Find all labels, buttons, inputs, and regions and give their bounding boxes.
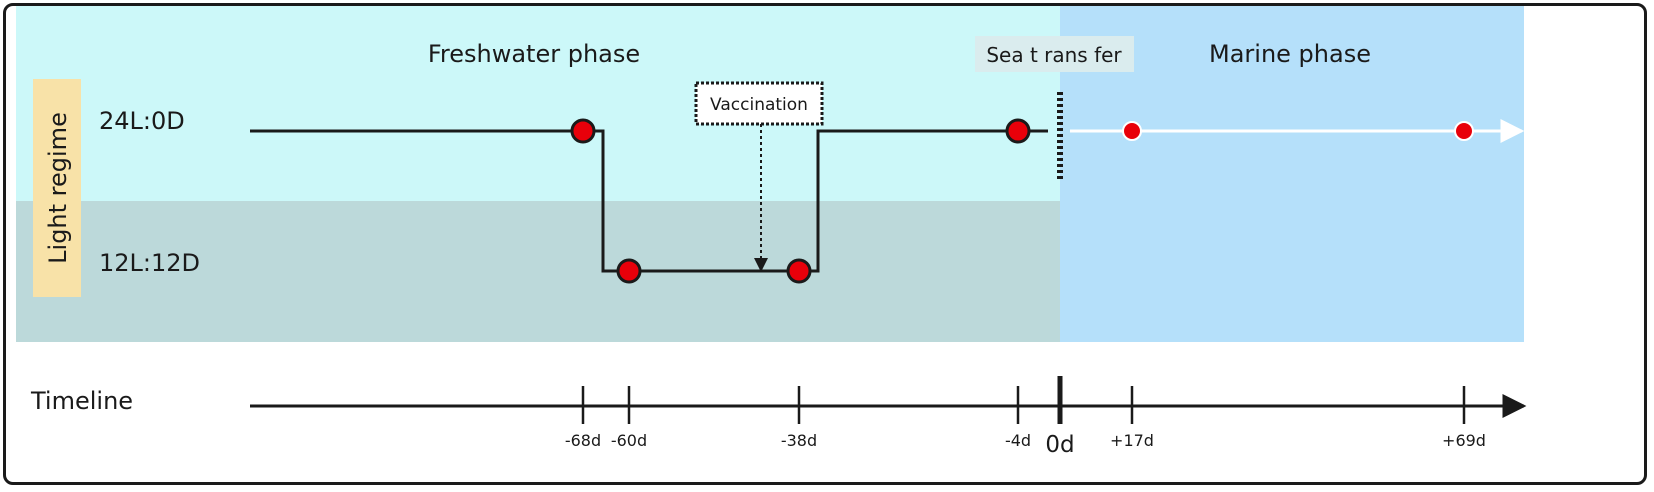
regime-low-label: 12L:12D xyxy=(99,249,200,277)
marine-phase-title: Marine phase xyxy=(1209,40,1371,68)
sampling-point xyxy=(1005,118,1031,144)
timeline-tick-label: +69d xyxy=(1442,431,1486,450)
light-regime-badge xyxy=(33,79,81,297)
sea-transfer-badge xyxy=(975,36,1134,72)
timeline-tick-label: +17d xyxy=(1110,431,1154,450)
diagram-frame: Freshwater phase Marine phase Sea t rans… xyxy=(3,3,1647,485)
freshwater-high-bg xyxy=(16,6,1060,201)
timeline-ticks: -68d -60d -38d -4d 0d +17d +69d xyxy=(565,376,1486,458)
sampling-point xyxy=(1454,121,1474,141)
timeline-tick-label: 0d xyxy=(1045,432,1074,458)
timeline-label: Timeline xyxy=(30,387,133,415)
light-regime-path xyxy=(250,129,1048,273)
freshwater-phase-title: Freshwater phase xyxy=(428,40,640,68)
sea-transfer-label: Sea t rans fer xyxy=(986,43,1122,67)
sampling-point xyxy=(1122,121,1142,141)
sampling-point xyxy=(616,258,642,284)
vaccination-arrow-head xyxy=(754,258,768,272)
vaccination-label: Vaccination xyxy=(710,95,808,115)
timeline-tick-label: -68d xyxy=(565,431,601,450)
marine-bg xyxy=(1060,6,1524,342)
sampling-point xyxy=(786,258,812,284)
vaccination-box xyxy=(694,81,824,126)
regime-high-label: 24L:0D xyxy=(99,107,185,135)
timeline-tick-label: -4d xyxy=(1005,431,1031,450)
sampling-point xyxy=(570,118,596,144)
sampling-points xyxy=(570,118,1474,284)
light-regime-label: Light regime xyxy=(44,112,72,264)
timeline-tick-label: -38d xyxy=(781,431,817,450)
timeline-tick-label: -60d xyxy=(611,431,647,450)
experiment-diagram: Freshwater phase Marine phase Sea t rans… xyxy=(16,6,1527,458)
freshwater-low-bg xyxy=(16,201,1060,342)
